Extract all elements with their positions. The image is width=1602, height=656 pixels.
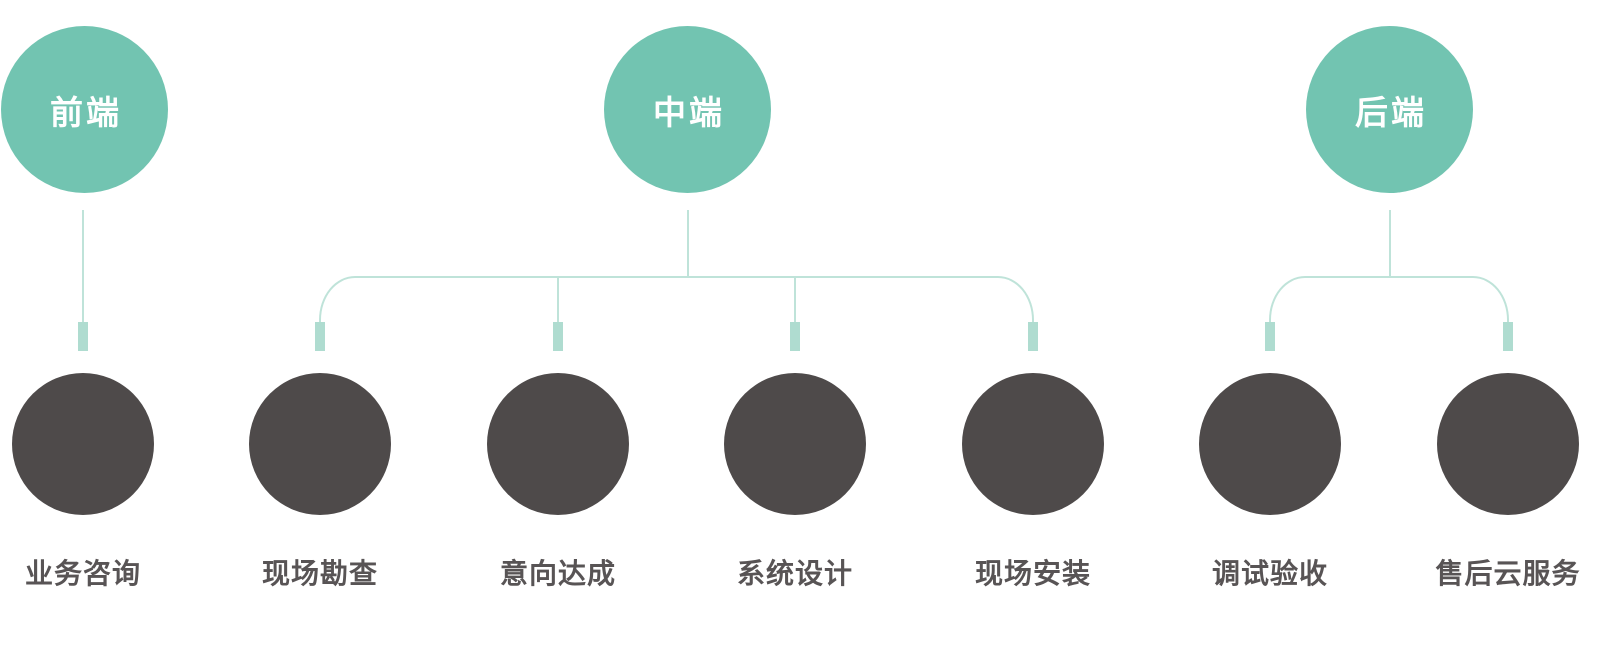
step-circle-4 <box>724 373 866 515</box>
stage-label-middle: 中端 <box>653 93 725 131</box>
connector-tick-5 <box>1028 322 1038 351</box>
step-circle-7 <box>1437 373 1579 515</box>
step-label-3: 意向达成 <box>499 558 616 589</box>
step-circle-1 <box>12 373 154 515</box>
step-circle-3 <box>487 373 629 515</box>
connector-tick-6 <box>1265 322 1275 351</box>
step-label-1: 业务咨询 <box>24 558 141 589</box>
step-label-6: 调试验收 <box>1211 558 1328 589</box>
step-circle-5 <box>962 373 1104 515</box>
connector-stem-middle <box>687 210 689 277</box>
step-label-5: 现场安装 <box>974 558 1091 589</box>
stage-label-front: 前端 <box>50 93 122 131</box>
stage-circle-back: 后端 <box>1306 26 1473 193</box>
step-circle-2 <box>249 373 391 515</box>
step-label-7: 售后云服务 <box>1435 558 1581 589</box>
stage-circle-middle: 中端 <box>604 26 771 193</box>
connector-tick-7 <box>1503 322 1513 351</box>
stage-circle-front: 前端 <box>1 26 168 193</box>
stage-label-back: 后端 <box>1355 93 1427 131</box>
connector-branch-middle-2 <box>794 278 796 322</box>
connector-stem-back <box>1389 210 1391 277</box>
connector-bracket-back <box>1269 276 1509 322</box>
step-circle-6 <box>1199 373 1341 515</box>
connector-tick-2 <box>315 322 325 351</box>
step-label-2: 现场勘查 <box>261 558 378 589</box>
connector-tick-3 <box>553 322 563 351</box>
connector-branch-middle-1 <box>557 278 559 322</box>
connector-stem-front <box>82 210 84 322</box>
step-label-4: 系统设计 <box>736 558 853 589</box>
connector-bracket-middle <box>319 276 1034 322</box>
connector-tick-4 <box>790 322 800 351</box>
connector-tick-1 <box>78 322 88 351</box>
